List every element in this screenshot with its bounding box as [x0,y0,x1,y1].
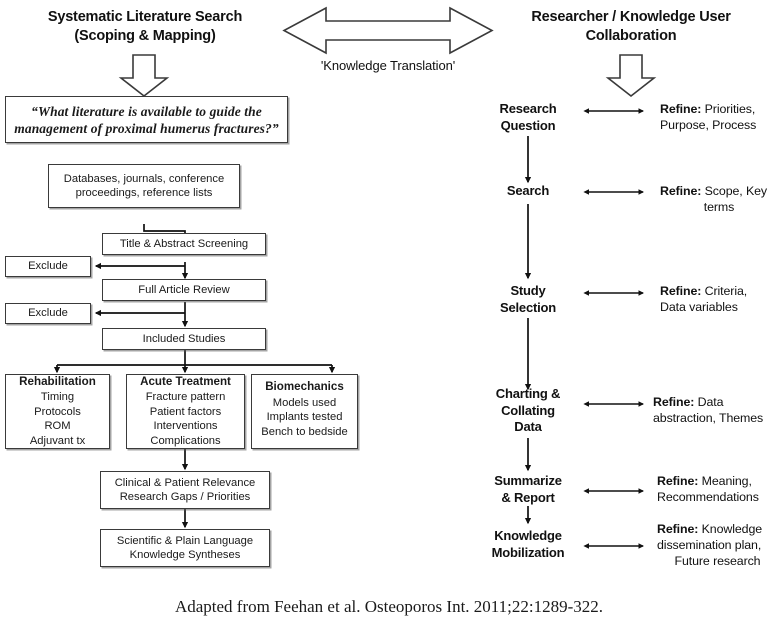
left-column-heading: Systematic Literature Search (Scoping & … [8,8,282,46]
theme-2-item-1: Fracture pattern [145,391,226,404]
sources-box: Databases, journals, conference proceedi… [48,164,240,208]
refine-3-line-1: Criteria, [701,284,748,298]
refine-2-label: Refine: [660,184,702,198]
theme-1-title: Rehabilitation [19,374,96,388]
exclude-2-label: Exclude [28,307,68,320]
knowledge-translation-arrow [282,6,494,55]
sources-line-2: proceedings, reference lists [75,187,213,199]
exclude-box-2: Exclude [5,303,91,324]
refine-6-label: Refine: [657,522,699,536]
theme-1-item-2: Protocols [34,405,81,418]
theme-3-item-1: Models used [272,396,337,409]
stage-6-line-1: Knowledge [494,528,562,543]
refine-search: Refine: Scope, Key terms [660,183,778,215]
theme-1-item-4: Adjuvant tx [29,434,86,447]
stage-5-line-2: & Report [501,489,555,505]
theme-1-item-3: ROM [44,420,71,433]
stage-summarize-report: Summarize & Report [494,473,562,506]
screening-box: Title & Abstract Screening [102,233,266,255]
figure-caption-text: Adapted from Feehan et al. Osteoporos In… [174,597,604,616]
refine-6-line-3: Future research [674,554,761,569]
refine-1-line-1: Priorities, [701,102,756,116]
stage-1-line-1: Research [499,101,557,116]
theme-2-item-2: Patient factors [149,405,222,418]
refine-3-line-2: Data variables [660,300,738,315]
stage-5-line-1: Summarize [494,473,562,488]
left-heading-line-2: (Scoping & Mapping) [74,28,216,44]
theme-2-title: Acute Treatment [140,374,231,388]
conn-included-to-themes [53,350,336,374]
stage-1-line-2: Question [500,117,556,133]
theme-box-acute-treatment: Acute Treatment Fracture pattern Patient… [126,374,245,449]
refine-knowledge-mobilization: Refine: Knowledge dissemination plan, Fu… [657,521,778,570]
theme-1-item-1: Timing [40,391,75,404]
sources-line-1: Databases, journals, conference [63,172,225,185]
right-heading-line-2: Collaboration [585,28,677,44]
included-studies-label: Included Studies [142,332,226,345]
stage-knowledge-mobilization: Knowledge Mobilization [492,528,565,561]
refine-5-line-1: Meaning, [698,474,752,488]
refine-charting: Refine: Data abstraction, Themes [653,394,778,426]
stage-3-line-1: Study [510,283,546,298]
refine-study-selection: Refine: Criteria, Data variables [660,283,778,315]
synthesis-line-2: Knowledge Syntheses [129,549,241,561]
relevance-line-2: Research Gaps / Priorities [119,491,251,503]
refine-5-label: Refine: [657,474,699,488]
theme-2-item-4: Complications [150,434,221,447]
refine-5-line-2: Recommendations [657,490,759,505]
theme-2-item-3: Interventions [153,420,218,433]
refine-2-line-2: terms [703,200,735,215]
refine-4-label: Refine: [653,395,695,409]
refine-4-line-2: abstraction, Themes [653,411,764,426]
stage-6-line-2: Mobilization [491,544,565,560]
right-column-heading: Researcher / Knowledge User Collaboratio… [496,8,766,46]
knowledge-translation-label: 'Knowledge Translation' [288,58,488,73]
exclude-box-1: Exclude [5,256,91,277]
synthesis-line-1: Scientific & Plain Language [116,534,254,547]
stage-research-question: Research Question [500,101,557,134]
left-heading-line-1: Systematic Literature Search [47,9,243,25]
full-review-box: Full Article Review [102,279,266,301]
theme-3-title: Biomechanics [265,380,344,393]
kt-label-text: 'Knowledge Translation' [320,58,456,73]
theme-box-biomechanics: Biomechanics Models used Implants tested… [251,374,358,449]
full-review-label: Full Article Review [138,283,230,296]
stage-3-line-2: Selection [500,299,556,315]
refine-1-label: Refine: [660,102,702,116]
exclude-1-label: Exclude [28,260,68,273]
refine-summarize: Refine: Meaning, Recommendations [657,473,778,505]
stage-study-selection: Study Selection [500,283,556,316]
included-studies-box: Included Studies [102,328,266,350]
theme-box-rehabilitation: Rehabilitation Timing Protocols ROM Adju… [5,374,110,449]
refine-3-label: Refine: [660,284,702,298]
figure-caption: Adapted from Feehan et al. Osteoporos In… [0,597,778,617]
stage-charting-collating-data: Charting & Collating Data [495,386,561,436]
refine-1-line-2: Purpose, Process [660,118,757,133]
research-question-line-2: management of proximal humerus fractures… [14,120,279,136]
refine-6-line-2: dissemination plan, [657,538,762,553]
stage-4-line-3: Data [514,419,542,434]
relevance-box: Clinical & Patient Relevance Research Ga… [100,471,270,509]
research-question-line-1: “What literature is available to guide t… [31,103,262,119]
synthesis-box: Scientific & Plain Language Knowledge Sy… [100,529,270,567]
refine-4-line-1: Data [694,395,724,409]
left-hollow-down-arrow [118,54,170,98]
theme-3-item-2: Implants tested [266,411,343,423]
refine-research-question: Refine: Priorities, Purpose, Process [660,101,778,133]
refine-6-line-1: Knowledge [698,522,763,536]
stage-4-line-2: Collating [501,402,555,418]
research-question-box: “What literature is available to guide t… [5,96,288,143]
theme-3-item-3: Bench to bedside [261,425,348,438]
stage-search: Search [507,183,549,200]
screening-label: Title & Abstract Screening [119,237,249,250]
refine-2-line-1: Scope, Key [701,184,768,198]
stage-4-line-1: Charting & [495,386,561,401]
right-heading-line-1: Researcher / Knowledge User [531,9,731,25]
relevance-line-1: Clinical & Patient Relevance [114,476,256,489]
stage-2-line-1: Search [506,183,550,198]
right-hollow-down-arrow [605,54,657,98]
